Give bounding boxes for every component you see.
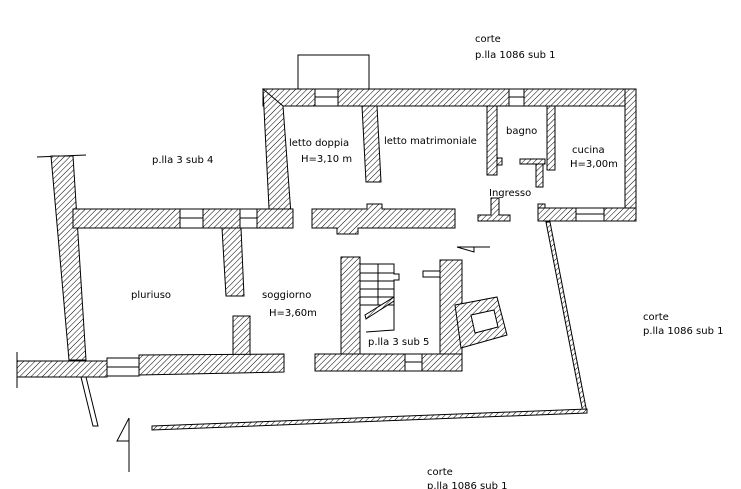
label-corte-top: corte <box>475 34 501 45</box>
boundary-wall-right <box>545 221 588 414</box>
wall-left-upper <box>262 87 293 229</box>
wall-bagno-right <box>546 105 556 171</box>
wall-partition-bedrooms <box>361 105 382 183</box>
wall-cucina-cap <box>537 203 546 209</box>
label-letto-matrimoniale: letto matrimoniale <box>384 136 477 147</box>
wall-stair-bottom <box>314 353 463 372</box>
small-shelf <box>422 270 441 278</box>
wall-ingresso-t <box>477 197 511 222</box>
label-bagno: bagno <box>506 126 537 137</box>
boundary-wall-bottom <box>151 408 588 431</box>
wall-bagno-stem <box>535 163 544 188</box>
label-plla-sub5: p.lla 3 sub 5 <box>368 337 429 348</box>
wall-bottom-left <box>16 360 108 378</box>
fence-post <box>80 376 99 427</box>
section-mark-center <box>456 246 490 253</box>
wall-stair-left <box>340 256 361 355</box>
label-pluriuso: pluriuso <box>131 290 171 301</box>
label-corte-right: corte <box>643 312 669 323</box>
upper-block-walls <box>262 54 637 235</box>
label-cucina: cucina <box>572 145 605 156</box>
wall-left-outer <box>50 155 87 361</box>
label-soggiorno: soggiorno <box>262 290 311 301</box>
wall-bagno-notch <box>496 157 503 166</box>
wall-right <box>624 88 637 222</box>
wall-bottom-right <box>138 353 285 376</box>
label-h-cucina: H=3,00m <box>570 159 618 170</box>
left-block-walls <box>16 154 294 427</box>
stair-block <box>314 256 508 372</box>
label-plla-right: p.lla 1086 sub 1 <box>643 326 723 337</box>
wall-bagno-left <box>486 105 498 176</box>
wall-column-lower <box>232 315 251 357</box>
wall-center-long <box>311 203 456 235</box>
staircase <box>360 263 400 333</box>
label-h-letto: H=3,10 m <box>301 154 352 165</box>
label-ingresso: Ingresso <box>489 188 531 199</box>
wall-bagno-bottom <box>519 158 546 165</box>
label-plla-top: p.lla 1086 sub 1 <box>475 50 555 61</box>
label-corte-bottom: corte <box>427 467 453 478</box>
balcony <box>297 54 370 90</box>
label-letto-doppia: letto doppia <box>289 138 349 149</box>
wall-column-upper <box>221 227 245 297</box>
label-plla-bottom: p.lla 1086 sub 1 <box>427 481 507 489</box>
label-h-soggiorno: H=3,60m <box>269 308 317 319</box>
section-mark-bottom <box>116 417 130 472</box>
label-plla-sub4: p.lla 3 sub 4 <box>152 155 213 166</box>
